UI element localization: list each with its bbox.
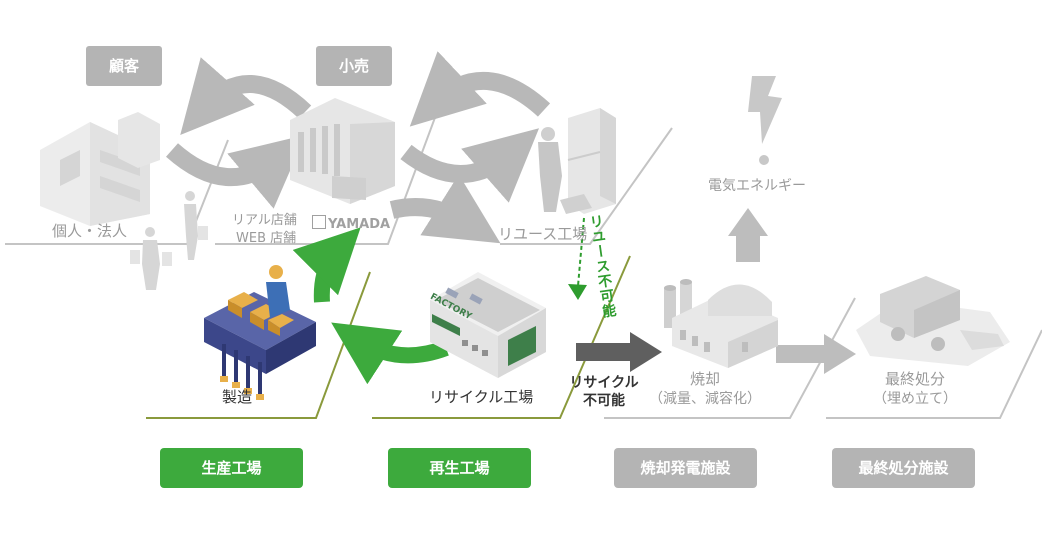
to-electricity-arrow xyxy=(728,208,768,262)
recycle-factory-icon xyxy=(430,272,546,378)
retail-tag: 小売 xyxy=(316,46,392,86)
recycle-impossible-arrow xyxy=(576,332,662,372)
incineration-label: 焼却 xyxy=(689,370,720,388)
regeneration-factory-tag: 再生工場 xyxy=(388,448,531,488)
office-building-icon xyxy=(40,112,160,226)
final-disposal-sub-label: （埋め立て） xyxy=(873,391,957,407)
yamada-logo-text: YAMADA xyxy=(328,217,391,232)
reuse-impossible-arrow xyxy=(568,217,587,300)
final-disposal-facility-tag: 最終処分施設 xyxy=(832,448,975,488)
curved-arrows xyxy=(166,51,551,244)
worker-fridge-icon xyxy=(538,108,616,214)
individual-corporate-label: 個人・法人 xyxy=(52,222,128,240)
production-factory-tag: 生産工場 xyxy=(160,448,303,488)
green-arrows xyxy=(292,227,449,385)
incineration-sub-label: （減量、減容化） xyxy=(649,391,761,407)
shoppers-icon xyxy=(130,191,208,290)
incineration-power-tag: 焼却発電施設 xyxy=(614,448,757,488)
landfill-truck-icon xyxy=(856,276,1010,366)
to-final-disposal-arrow xyxy=(776,334,856,374)
section-baselines xyxy=(5,87,1042,419)
conveyor-worker-icon xyxy=(204,265,316,400)
recycle-impossible-label-2: 不可能 xyxy=(583,393,625,409)
retail-to-reuse-arrow xyxy=(400,128,540,203)
reuse-to-retail-arrow xyxy=(409,51,551,127)
customer-tag: 顧客 xyxy=(86,46,162,86)
recycle-to-manufacture-arrow xyxy=(331,322,449,385)
recycle-factory-label: リサイクル工場 xyxy=(429,388,534,406)
yamada-logo-mark xyxy=(312,215,326,229)
real-store-label: リアル店舗 xyxy=(232,213,297,228)
retail-store-icon xyxy=(290,98,395,204)
manufacturing-label: 製造 xyxy=(222,388,253,406)
retail-to-reuse-factory-arrow xyxy=(389,174,501,244)
manufacture-to-retail-arrow xyxy=(292,227,361,303)
final-disposal-label: 最終処分 xyxy=(884,370,945,388)
recycle-impossible-label-1: リサイクル xyxy=(569,375,639,391)
electricity-label: 電気エネルギー xyxy=(708,178,806,194)
reuse-factory-label: リユース工場 xyxy=(498,225,588,243)
incinerator-icon xyxy=(664,279,778,368)
lightning-icon xyxy=(748,76,782,165)
customer-to-retail-arrow xyxy=(166,134,306,209)
yamada-logo: YAMADA xyxy=(312,215,390,232)
web-store-label: WEB 店舗 xyxy=(236,231,297,246)
retail-to-customer-arrow xyxy=(180,57,312,136)
